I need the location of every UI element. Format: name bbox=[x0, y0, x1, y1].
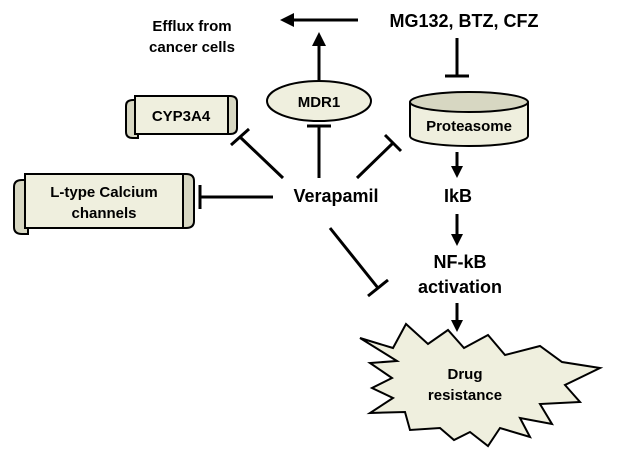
inhibit-verapamil-to-drug-resistance bbox=[328, 227, 389, 298]
cyp3a4-label: CYP3A4 bbox=[152, 108, 211, 125]
calcium-scroll-body bbox=[24, 173, 184, 229]
proteasome-cylinder-top bbox=[409, 91, 529, 113]
cyp3a4-node: CYP3A4 bbox=[125, 95, 238, 139]
arrow-proteasome-to-ikb bbox=[451, 152, 463, 178]
drug-resistance-label-2: resistance bbox=[428, 387, 502, 404]
inhibit-verapamil-to-cyp3a4 bbox=[230, 127, 285, 180]
nfkb-label-2: activation bbox=[418, 277, 502, 297]
mdr1-label: MDR1 bbox=[298, 94, 341, 111]
calcium-channels-node: L-type Calcium channels bbox=[13, 173, 195, 235]
calcium-label-1: L-type Calcium bbox=[50, 184, 158, 201]
mdr1-ellipse bbox=[266, 80, 372, 122]
inhibit-verapamil-to-calcium bbox=[198, 185, 273, 209]
efflux-label-2: cancer cells bbox=[149, 39, 235, 56]
arrow-nfkb-to-drug-resistance bbox=[451, 303, 463, 332]
arrow-ikb-to-nfkb bbox=[451, 214, 463, 246]
nfkb-label-1: NF-kB bbox=[434, 252, 487, 272]
calcium-label-2: channels bbox=[71, 205, 136, 222]
starburst-shape bbox=[359, 322, 604, 448]
inhibitors-label: MG132, BTZ, CFZ bbox=[389, 11, 538, 31]
inhibit-verapamil-to-mdr1 bbox=[307, 124, 331, 178]
arrow-inhibitors-to-efflux bbox=[280, 13, 358, 27]
drug-resistance-label-1: Drug bbox=[448, 366, 483, 383]
proteasome-cylinder-body bbox=[409, 102, 529, 147]
proteasome-node: Proteasome bbox=[409, 91, 529, 147]
inhibit-inhibitors-to-proteasome bbox=[445, 38, 469, 78]
efflux-label-1: Efflux from bbox=[152, 18, 231, 35]
drug-resistance-node: Drug resistance bbox=[359, 322, 604, 448]
proteasome-label: Proteasome bbox=[426, 118, 512, 135]
mdr1-node: MDR1 bbox=[266, 80, 372, 122]
inhibit-verapamil-to-proteasome bbox=[355, 133, 403, 180]
verapamil-label: Verapamil bbox=[293, 186, 378, 206]
ikb-label: IkB bbox=[444, 186, 472, 206]
cyp3a4-scroll-body bbox=[134, 95, 229, 135]
arrow-mdr1-to-efflux bbox=[312, 32, 326, 80]
